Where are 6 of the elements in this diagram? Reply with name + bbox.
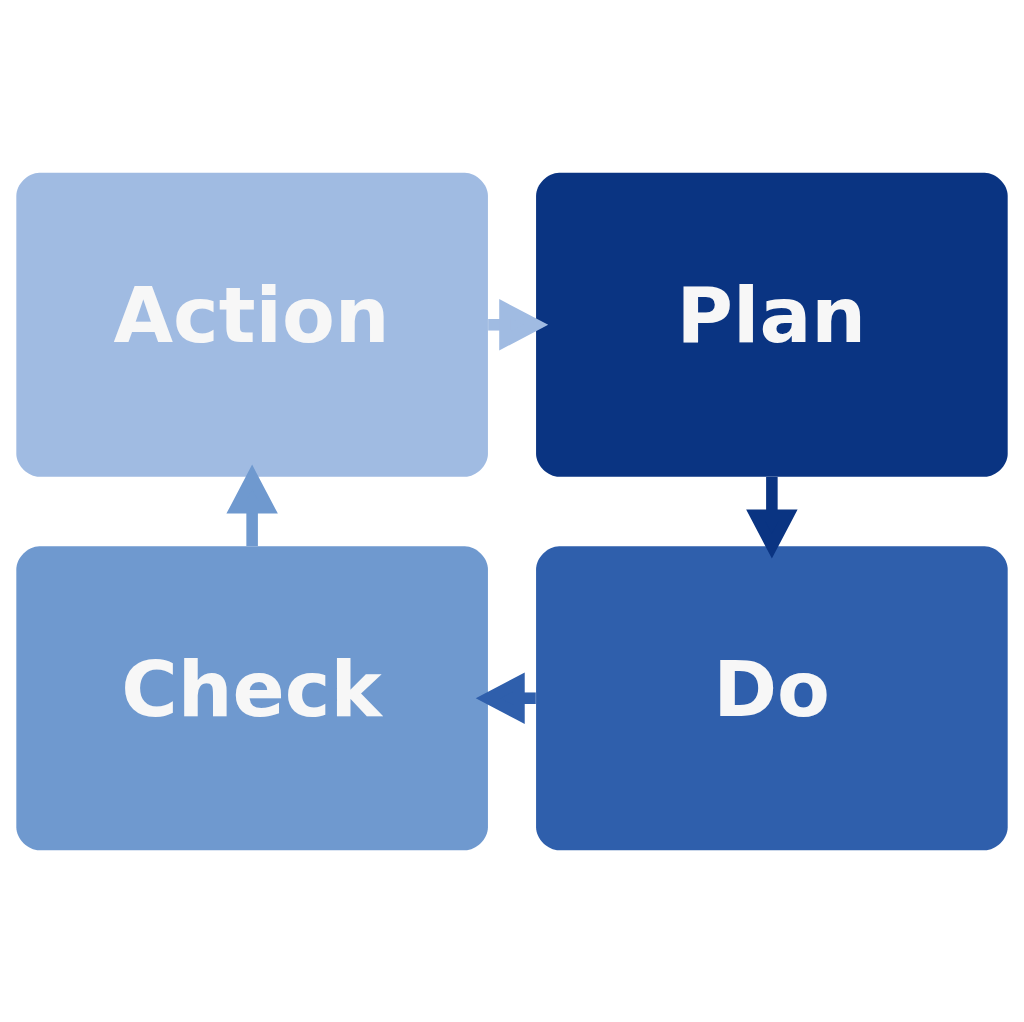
node-box: Do: [536, 545, 1008, 850]
node-box: Plan: [536, 172, 1008, 477]
arrow: [746, 476, 798, 559]
node-box: Action: [16, 172, 488, 477]
arrow: [226, 464, 278, 546]
node-box: Check: [16, 545, 488, 850]
